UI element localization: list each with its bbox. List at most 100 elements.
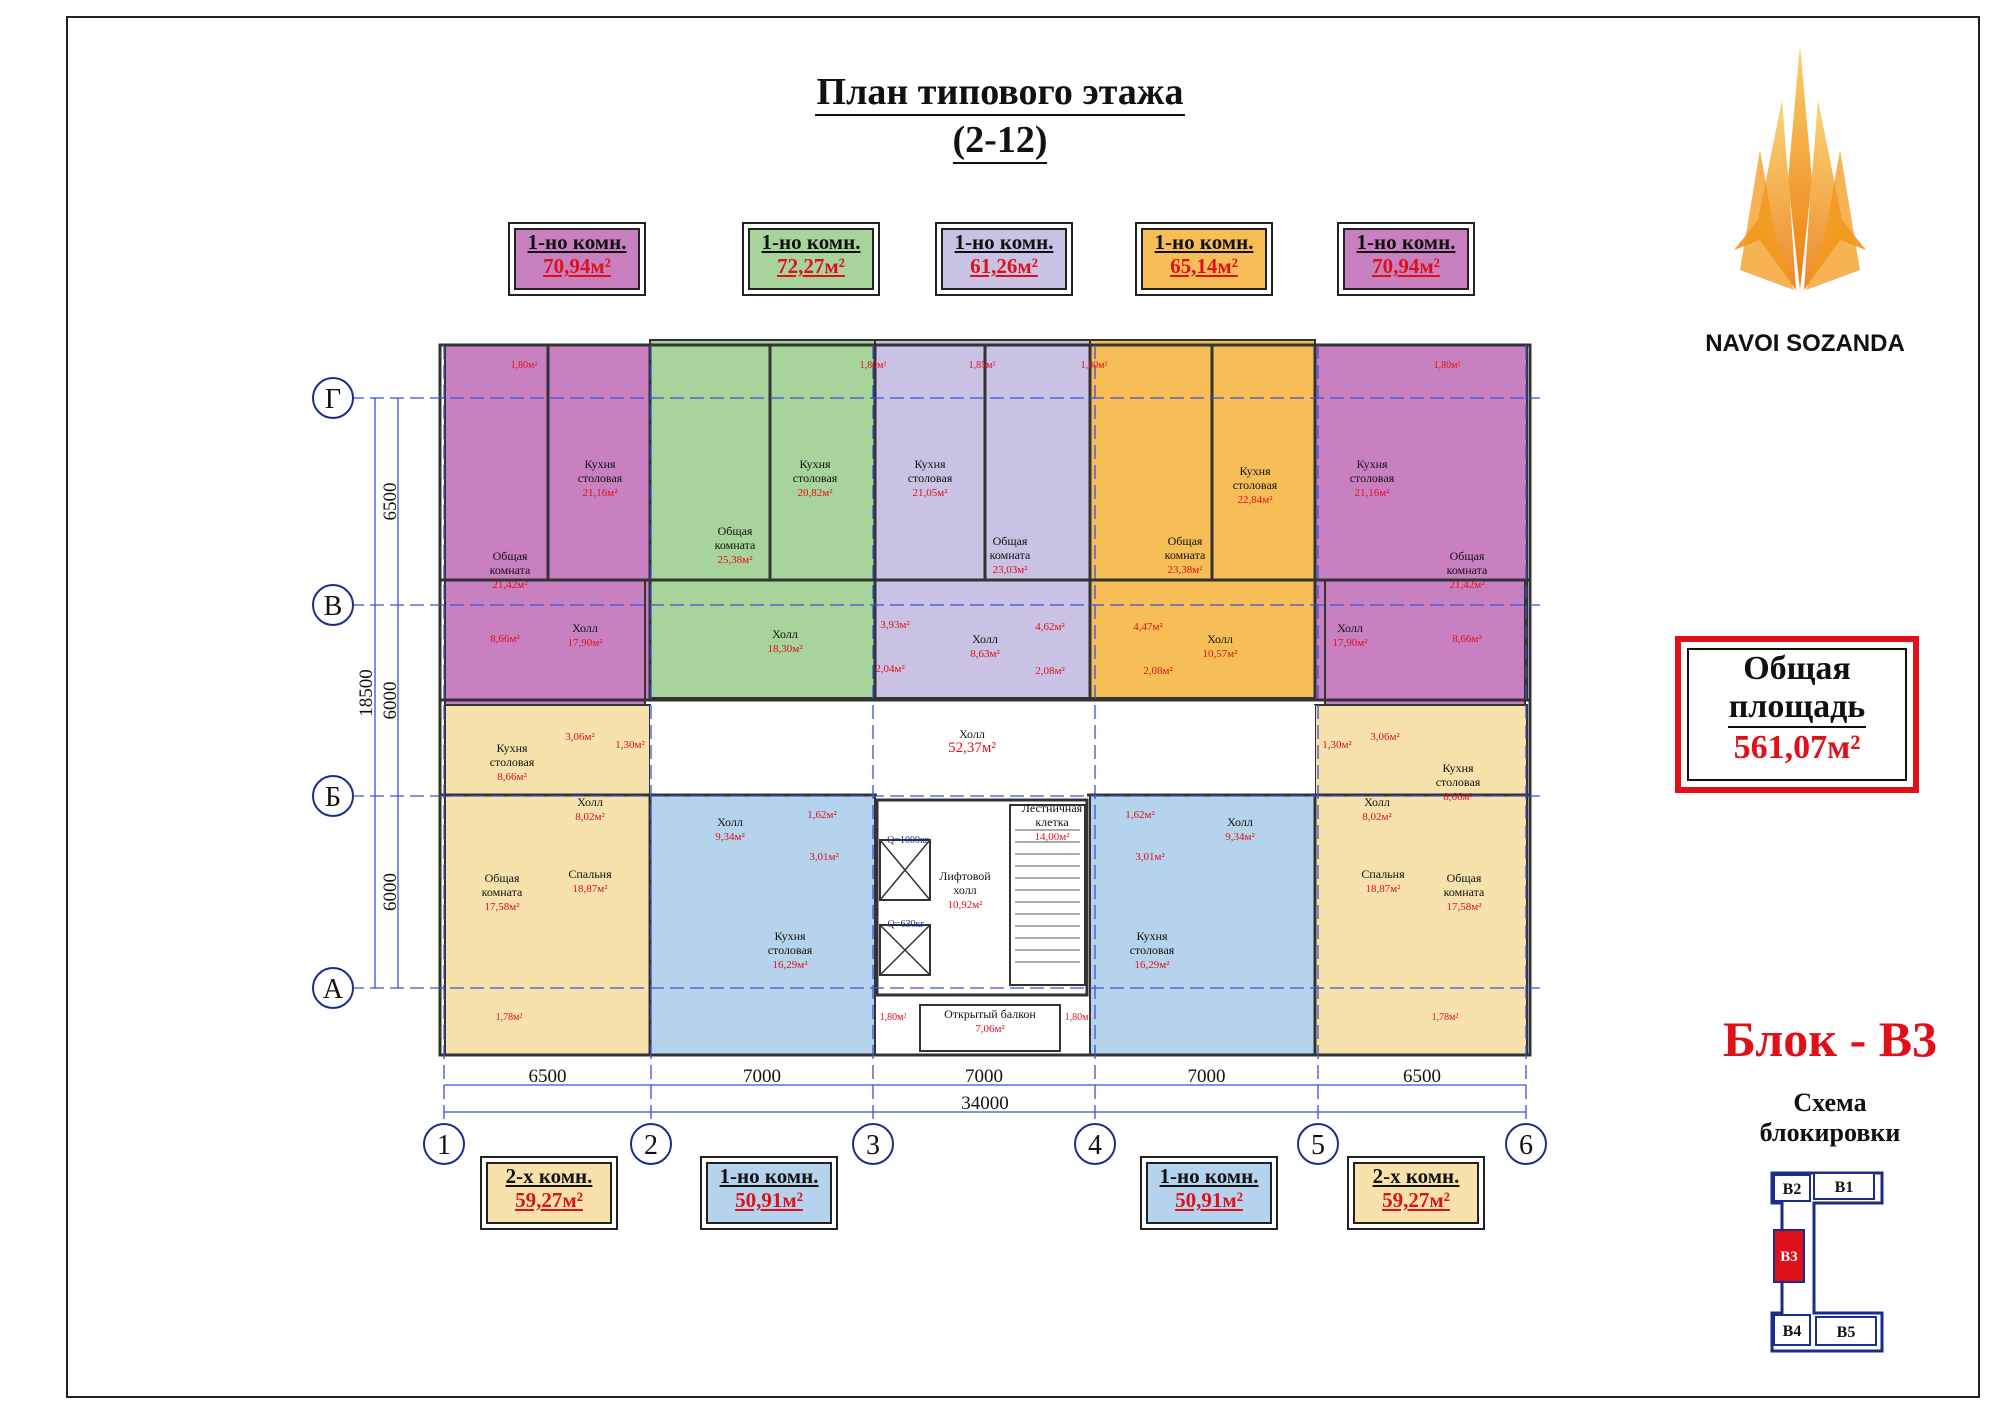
room-label: 4,47м²	[1133, 621, 1163, 633]
top-apartment-tag: 1-но комн.65,14м²	[1135, 222, 1273, 296]
room-name: Лифтовой	[939, 869, 991, 883]
room-area: 18,87м²	[572, 883, 608, 895]
schema-block-b1: В1	[1835, 1179, 1854, 1196]
room-label: 8,66м²	[1452, 633, 1482, 645]
room-name: Холл	[577, 795, 603, 809]
room-label: 2,08м²	[1035, 665, 1065, 677]
axis-number: 3	[866, 1130, 880, 1161]
room-area: 17,90м²	[1332, 637, 1368, 649]
room-name: Кухня	[774, 929, 806, 943]
balcony-area: 1,78м²	[1432, 1012, 1459, 1023]
room-label: 4,62м²	[1035, 621, 1065, 633]
room-area: 17,58м²	[1446, 901, 1482, 913]
room-label: Холл 8,02м²	[575, 795, 605, 823]
room-area: 21,42м²	[492, 579, 528, 591]
room-label: 3,06м²	[1370, 731, 1400, 743]
total-area-value: 561,07м²	[1727, 726, 1867, 768]
page-title: План типового этажа (2-12)	[780, 70, 1220, 164]
room-name: холл	[953, 883, 976, 897]
axis-bubble-col	[423, 1123, 465, 1165]
room-area: 17,58м²	[484, 901, 520, 913]
apartment-type: 1-но комн.	[1159, 1164, 1259, 1188]
axis-letter: Г	[325, 384, 341, 415]
room-area: 1,30м²	[1322, 739, 1352, 751]
room-area: 22,84м²	[1237, 494, 1273, 506]
room-label: 3,06м²	[565, 731, 595, 743]
axis-bubble-col	[1297, 1123, 1339, 1165]
axis-bubble-col	[630, 1123, 672, 1165]
room-name: Кухня	[914, 457, 946, 471]
room-name: Кухня	[496, 741, 528, 755]
room-name: столовая	[1130, 943, 1175, 957]
room-name: комната	[1165, 548, 1206, 562]
room-name: Общая	[493, 549, 528, 563]
axis-bubble-col	[1074, 1123, 1116, 1165]
balcony-area: 1,78м²	[496, 1012, 523, 1023]
room-name: Холл	[772, 627, 798, 641]
room-area: 23,03м²	[992, 564, 1028, 576]
room-name: клетка	[1035, 815, 1069, 829]
axis-number: 2	[644, 1130, 658, 1161]
room-name: Общая	[1447, 871, 1482, 885]
apartment-area: 70,94м²	[543, 254, 611, 278]
room-label: 1,30м²	[1322, 739, 1352, 751]
dimension-label: 6500	[529, 1066, 567, 1087]
corridor	[650, 705, 1315, 795]
schema-title-line-2: блокировки	[1759, 1118, 1901, 1147]
room-name: Общая	[1168, 534, 1203, 548]
room-name: столовая	[1350, 471, 1395, 485]
lift-1-cross	[879, 839, 931, 901]
title-line-1: План типового этажа	[814, 70, 1186, 116]
dimension-label: 6500	[380, 483, 401, 521]
apartment-type: 1-но комн.	[527, 230, 627, 254]
room-area: 8,63м²	[970, 648, 1000, 660]
room-label: 2,04м²	[875, 663, 905, 675]
room-area: 16,29м²	[1134, 959, 1170, 971]
room-label: 2,08м²	[1143, 665, 1173, 677]
dimension-label: 6000	[380, 873, 401, 911]
top-apartment-tag: 1-но комн.72,27м²	[742, 222, 880, 296]
top-tag-inner: 1-но комн.65,14м²	[1141, 228, 1267, 290]
room-area: 7,06м²	[975, 1023, 1005, 1035]
room-area: 25,38м²	[717, 554, 753, 566]
room-area: 3,01м²	[1135, 851, 1165, 863]
room-label: 1,30м²	[615, 739, 645, 751]
room-label: 3,01м²	[809, 851, 839, 863]
bottom-apartment-tag: 2-х комн.59,27м²	[1347, 1156, 1485, 1230]
schema-block-b4: В4	[1783, 1323, 1802, 1340]
room-name: комната	[715, 538, 756, 552]
axis-bubble-col	[1505, 1123, 1547, 1165]
room-area: 8,02м²	[575, 811, 605, 823]
room-area: 1,62м²	[1125, 809, 1155, 821]
lift-2-cross	[879, 924, 931, 976]
apartment-type: 2-х комн.	[505, 1164, 593, 1188]
schema-block-b3: В3	[1780, 1249, 1798, 1265]
open-balcony	[919, 1004, 1061, 1052]
top-tag-inner: 1-но комн.70,94м²	[1343, 228, 1469, 290]
room-area: 10,57м²	[1202, 648, 1238, 660]
room-name: Общая	[1450, 549, 1485, 563]
balcony-area: 1,80м²	[511, 360, 538, 371]
bottom-apartment-tag: 2-х комн.59,27м²	[480, 1156, 618, 1230]
room-area: 2,08м²	[1035, 665, 1065, 677]
room-label: 3,01м²	[1135, 851, 1165, 863]
total-label-2: площадь	[1728, 688, 1866, 725]
stair	[1009, 804, 1086, 986]
room-label: 1,62м²	[1125, 809, 1155, 821]
schema-title-line-1: Схема	[1793, 1088, 1867, 1117]
room-name: столовая	[768, 943, 813, 957]
